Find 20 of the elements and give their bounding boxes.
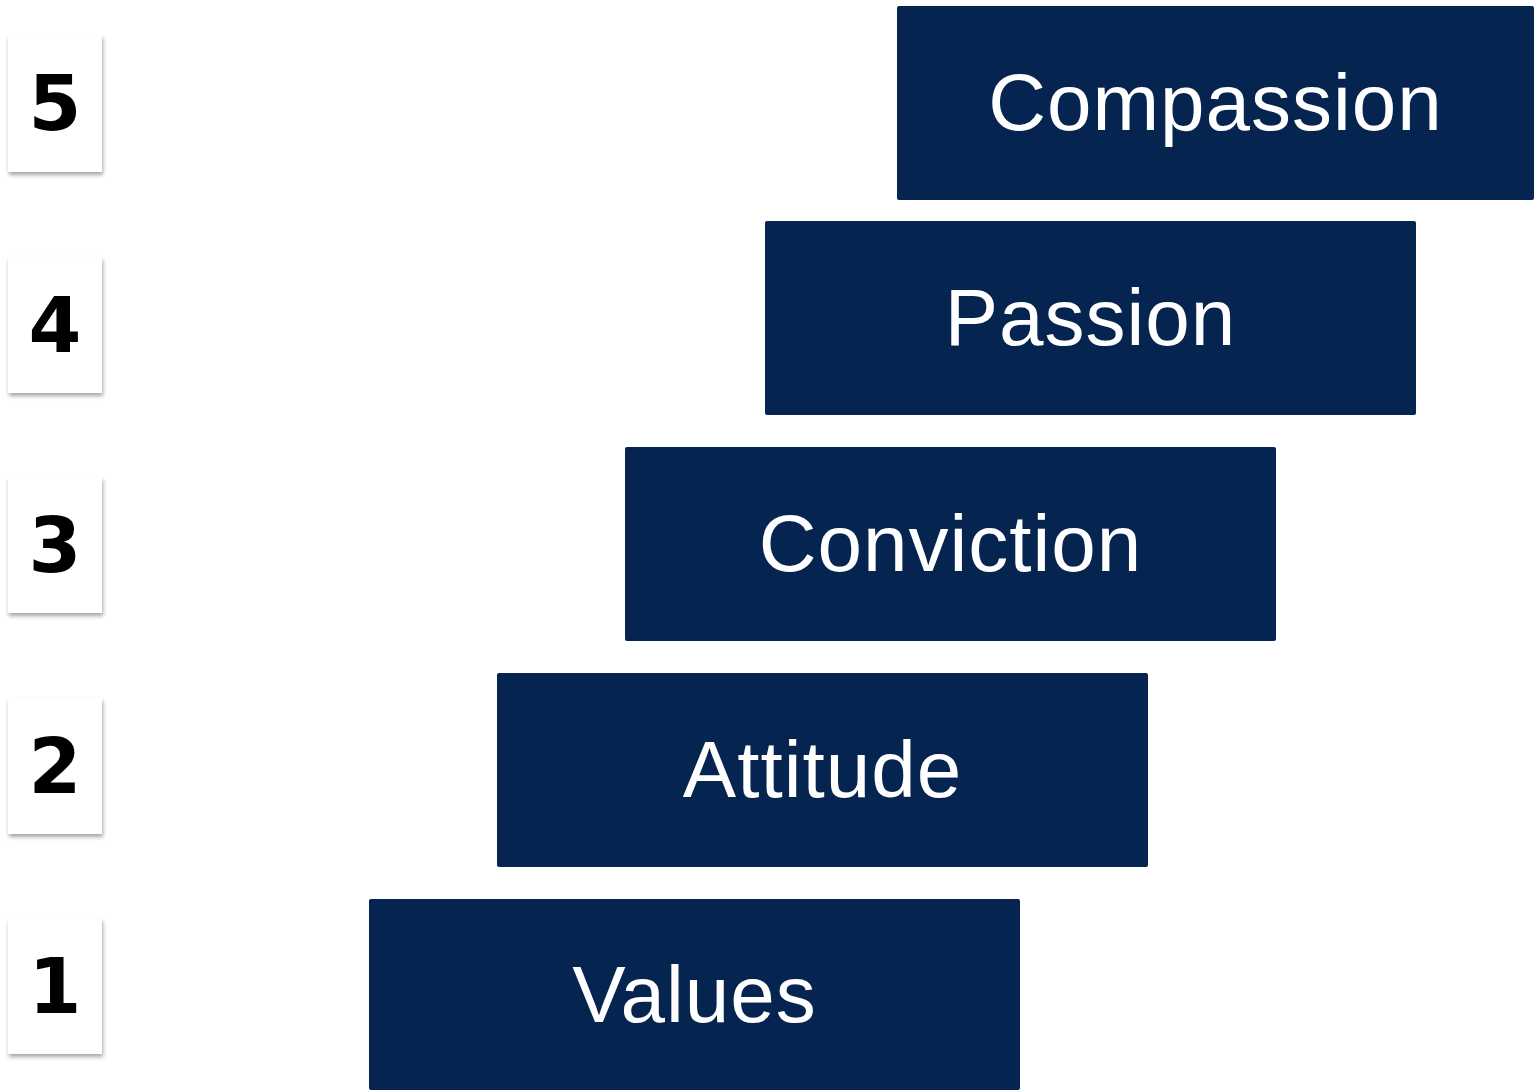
step-number: 1 bbox=[28, 941, 82, 1031]
number-card bbox=[8, 477, 102, 613]
number-card bbox=[8, 698, 102, 834]
step-number: 5 bbox=[28, 59, 82, 148]
step-label: Attitude bbox=[682, 724, 963, 816]
step-number: 4 bbox=[28, 280, 82, 370]
number-card bbox=[8, 918, 102, 1054]
step-number: 3 bbox=[28, 500, 82, 590]
step-box bbox=[765, 221, 1416, 415]
step-label: Compassion bbox=[988, 57, 1443, 149]
step-label: Passion bbox=[944, 272, 1237, 364]
step-box bbox=[497, 673, 1148, 867]
step-number: 2 bbox=[28, 721, 82, 811]
step-label: Conviction bbox=[758, 498, 1143, 590]
step-box bbox=[897, 6, 1534, 200]
step-label: Values bbox=[572, 948, 817, 1041]
number-card bbox=[8, 35, 102, 172]
step-box bbox=[369, 899, 1020, 1090]
step-box bbox=[625, 447, 1276, 641]
number-card bbox=[8, 257, 102, 393]
